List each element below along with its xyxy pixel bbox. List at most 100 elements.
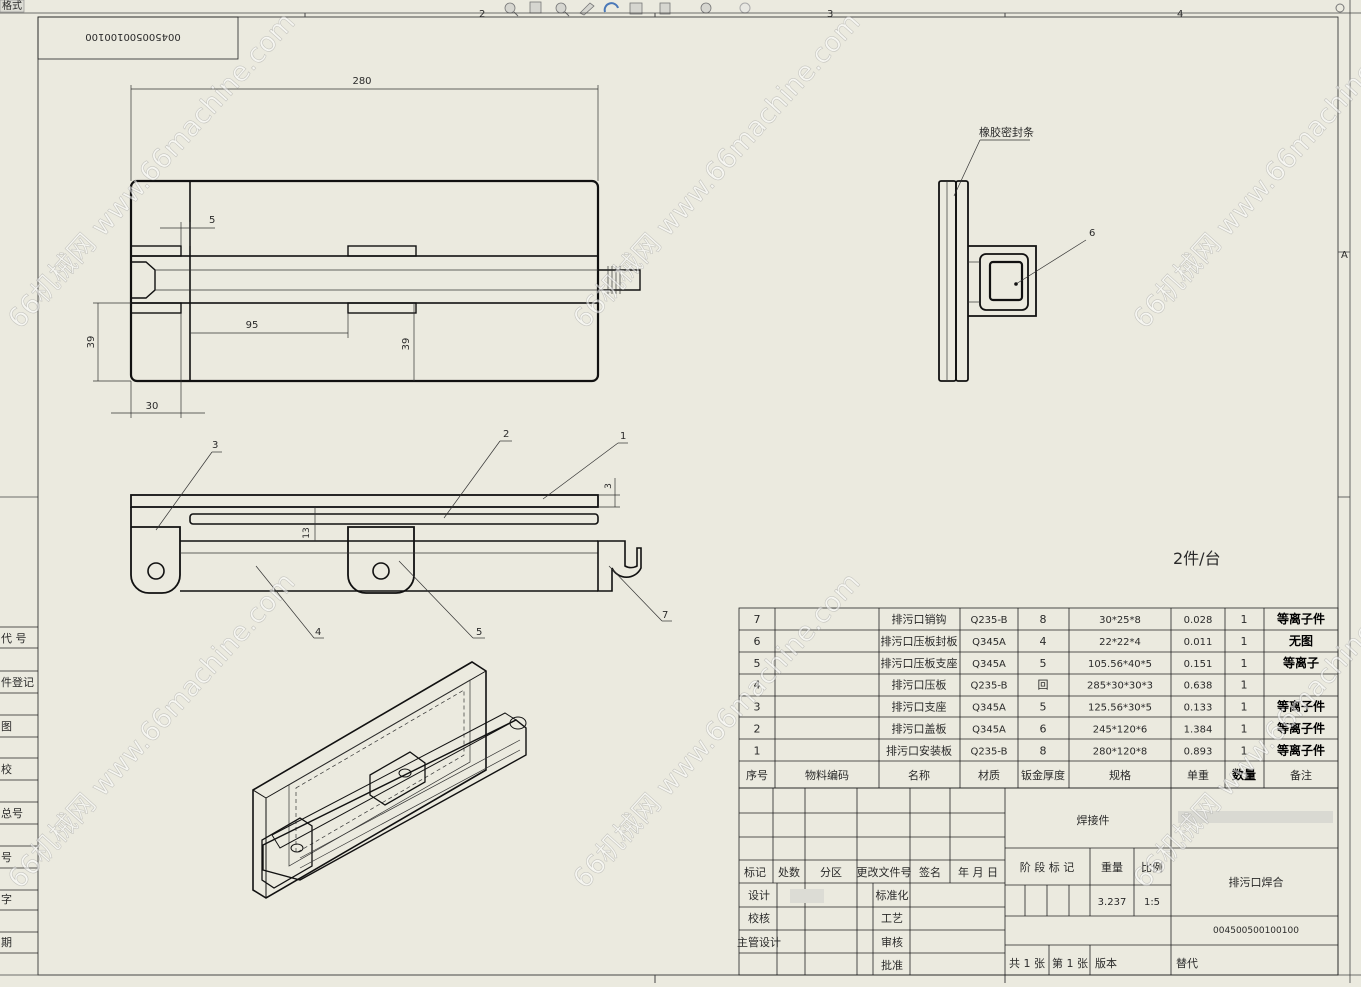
zoom-to-fit-icon[interactable] xyxy=(504,2,519,17)
approval-approve: 批准 xyxy=(881,958,903,972)
sheet-close-icon[interactable] xyxy=(1335,3,1345,13)
bom-cell-qty: 1 xyxy=(1241,657,1248,670)
sheet-number: 第 1 张 xyxy=(1052,956,1088,970)
bom-cell-thickness: 8 xyxy=(1040,613,1047,626)
bom-header-remark: 备注 xyxy=(1290,768,1312,782)
dim-3: 3 xyxy=(604,483,614,489)
part-type: 焊接件 xyxy=(1077,813,1110,827)
bom-cell-thickness: 5 xyxy=(1040,657,1047,670)
bom-cell-spec: 22*22*4 xyxy=(1099,637,1141,648)
bom-cell-qty: 1 xyxy=(1241,744,1248,757)
bom-cell-spec: 30*25*8 xyxy=(1099,615,1141,626)
balloon-5: 5 xyxy=(476,627,482,638)
bom-cell-spec: 125.56*30*5 xyxy=(1088,703,1152,714)
bom-cell-no: 2 xyxy=(754,723,761,736)
side-view: 橡胶密封条 6 xyxy=(938,125,1095,382)
bom-cell-remark: 等离子件 xyxy=(1276,721,1325,736)
bom-cell-remark: 等离子件 xyxy=(1276,611,1325,626)
front-view: 280 5 95 39 39 30 xyxy=(86,76,641,418)
bom-cell-name: 排污口支座 xyxy=(892,700,947,714)
bom-header-spec: 规格 xyxy=(1109,768,1131,782)
dim-5: 5 xyxy=(209,215,215,226)
rev-header-mark: 标记 xyxy=(744,865,766,879)
strip-label-total: 总号 xyxy=(1,806,23,820)
bom-cell-remark: 无图 xyxy=(1288,634,1313,648)
bom-cell-no: 1 xyxy=(754,744,761,757)
bom-cell-thickness: 4 xyxy=(1040,635,1047,648)
replace-label: 替代 xyxy=(1176,956,1198,970)
bom-cell-name: 排污口盖板 xyxy=(892,722,947,736)
bom-header-code: 物料编码 xyxy=(805,768,849,782)
bom-cell-weight: 0.151 xyxy=(1184,659,1213,670)
balloon-3: 3 xyxy=(212,440,218,451)
bom-cell-no: 6 xyxy=(754,635,761,648)
watermark-5: 66机械网 www.66machine.com xyxy=(567,567,866,895)
bom-cell-material: Q345A xyxy=(972,703,1006,714)
zoom-area-icon[interactable] xyxy=(529,1,542,14)
view-toolbar: 格式 xyxy=(0,0,1345,17)
dim-13: 13 xyxy=(302,527,312,538)
view-orientation-icon[interactable] xyxy=(659,2,671,15)
zone-number-3: 3 xyxy=(827,9,833,20)
bom-cell-material: Q345A xyxy=(972,637,1006,648)
version-label: 版本 xyxy=(1095,956,1117,970)
zone-number-2: 2 xyxy=(479,9,485,20)
strip-label-code: 代 号 xyxy=(1,632,27,645)
weight-value: 3.237 xyxy=(1098,897,1127,908)
rotate-icon[interactable] xyxy=(603,2,619,13)
bom-cell-qty: 1 xyxy=(1241,701,1248,714)
weight-label: 重量 xyxy=(1101,860,1123,874)
stage-mark-label: 阶 段 标 记 xyxy=(1020,860,1075,874)
bom-cell-spec: 285*30*30*3 xyxy=(1087,681,1153,692)
balloon-6: 6 xyxy=(1089,228,1095,239)
bom-cell-name: 排污口压板封板 xyxy=(881,634,958,648)
bom-header-no: 序号 xyxy=(746,768,768,782)
left-label-strip: 代 号 件登记 图 校 总号 号 字 期 xyxy=(0,626,38,954)
bom-cell-thickness: 6 xyxy=(1040,723,1047,736)
watermark-1: 66机械网 www.66machine.com xyxy=(2,7,301,335)
appearance-icon[interactable] xyxy=(739,2,751,14)
balloon-7: 7 xyxy=(662,610,668,621)
hide-show-icon[interactable] xyxy=(700,2,712,14)
corner-tab[interactable] xyxy=(0,0,25,13)
watermark-3: 66机械网 www.66machine.com xyxy=(1127,7,1361,335)
approval-chief: 主管设计 xyxy=(737,935,781,949)
sketch-icon[interactable] xyxy=(579,2,595,16)
watermark-layer: 66机械网 www.66machine.com 66机械网 www.66mach… xyxy=(2,7,1361,895)
bom-cell-thickness: 回 xyxy=(1038,679,1049,692)
title-block: 焊接件 标记 处数 分区 更改文件号 签名 年 月 日 设计 校核 主管设计 标… xyxy=(737,787,1339,976)
strip-label-number: 号 xyxy=(1,851,12,864)
watermark-2: 66机械网 www.66machine.com xyxy=(567,7,866,335)
bom-cell-spec: 105.56*40*5 xyxy=(1088,659,1152,670)
section-view: 3 13 1 2 3 4 5 7 xyxy=(130,429,672,639)
bom-cell-weight: 0.638 xyxy=(1184,681,1213,692)
drawing-name: 排污口焊合 xyxy=(1229,875,1284,889)
dim-39-right: 39 xyxy=(401,338,412,351)
bom-cell-name: 排污口安装板 xyxy=(886,743,952,757)
rev-header-count: 处数 xyxy=(778,866,800,879)
bom-cell-weight: 0.028 xyxy=(1184,615,1213,626)
display-style-icon[interactable] xyxy=(629,2,643,15)
bom-cell-qty: 1 xyxy=(1241,635,1248,648)
approval-review: 审核 xyxy=(881,935,903,949)
watermark-4: 66机械网 www.66machine.com xyxy=(2,567,301,895)
sheet-total: 共 1 张 xyxy=(1009,957,1045,970)
scale-value: 1:5 xyxy=(1144,897,1160,908)
dim-95: 95 xyxy=(246,320,259,331)
strip-label-signature: 字 xyxy=(1,892,12,906)
bom-cell-qty: 1 xyxy=(1241,613,1248,626)
bom-header-weight: 单重 xyxy=(1187,768,1209,782)
zoom-icon[interactable] xyxy=(555,2,570,17)
bom-cell-no: 4 xyxy=(754,679,761,692)
rubber-seal-label: 橡胶密封条 xyxy=(979,125,1034,139)
bom-cell-material: Q345A xyxy=(972,659,1006,670)
code-box xyxy=(37,16,239,60)
bom-cell-weight: 0.133 xyxy=(1184,703,1213,714)
bom-cell-weight: 1.384 xyxy=(1184,725,1213,736)
bom-header-thickness: 钣金厚度 xyxy=(1021,768,1065,782)
dim-39-left: 39 xyxy=(86,336,97,349)
approval-check: 校核 xyxy=(748,911,770,925)
bom-header-name: 名称 xyxy=(908,768,930,782)
